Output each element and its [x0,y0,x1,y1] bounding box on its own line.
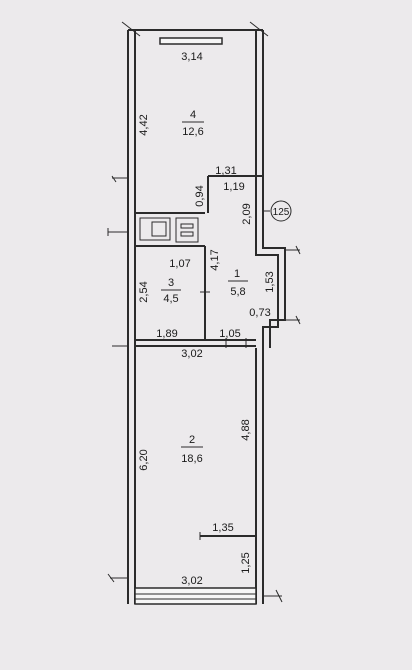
dim-corridor-notch: 0,73 [249,307,270,319]
room-3-number: 3 [168,277,174,289]
dim-room4-height: 4,42 [138,114,150,135]
dim-room4-width: 3,14 [181,51,202,63]
room-1-label: 1 5,8 [228,268,248,298]
apartment-number: 125 [273,207,290,218]
room-2-label: 2 18,6 [181,434,203,465]
dim-room2-bottom-width: 3,02 [181,575,202,587]
room-3-label: 3 4,5 [161,277,181,305]
dim-bath-height: 2,54 [138,281,150,302]
dim-door-width: 1,05 [219,328,240,340]
apartment-badge [270,200,292,222]
room-4-number: 4 [190,109,196,121]
dim-room2-niche-height: 1,25 [240,552,252,573]
room-4-area: 12,6 [182,126,203,138]
dim-room2-top-width: 3,02 [181,348,202,360]
window-top [159,37,223,45]
dim-room2-right-height: 4,88 [240,419,252,440]
dim-corridor-height: 4,17 [209,249,221,270]
dim-corridor-side-upper: 0,94 [194,185,206,206]
dim-room2-niche-width: 1,35 [212,522,233,534]
room-1-area: 5,8 [230,286,245,298]
room-2-area: 18,6 [181,453,202,465]
outer-walls [127,29,286,605]
dim-corridor-inner-width: 1,19 [223,181,244,193]
room-2-number: 2 [189,434,195,446]
dim-room2-height: 6,20 [138,449,150,470]
interior-walls [135,175,263,540]
dim-bath-top-width: 1,07 [169,258,190,270]
room-1-number: 1 [234,268,240,280]
dim-bath-bottom-width: 1,89 [156,328,177,340]
room-4-label: 4 12,6 [182,109,204,138]
window-bottom [134,587,257,605]
dim-corridor-right-lower: 1,53 [264,271,276,292]
dim-corridor-right-upper: 2,09 [241,203,253,224]
dim-corridor-top-width: 1,31 [215,165,236,177]
dimension-labels: 3,14 4,42 1,31 1,19 0,94 2,09 4,17 1,53 … [138,51,276,587]
room-3-area: 4,5 [163,293,178,305]
axis-ticks [107,21,301,603]
